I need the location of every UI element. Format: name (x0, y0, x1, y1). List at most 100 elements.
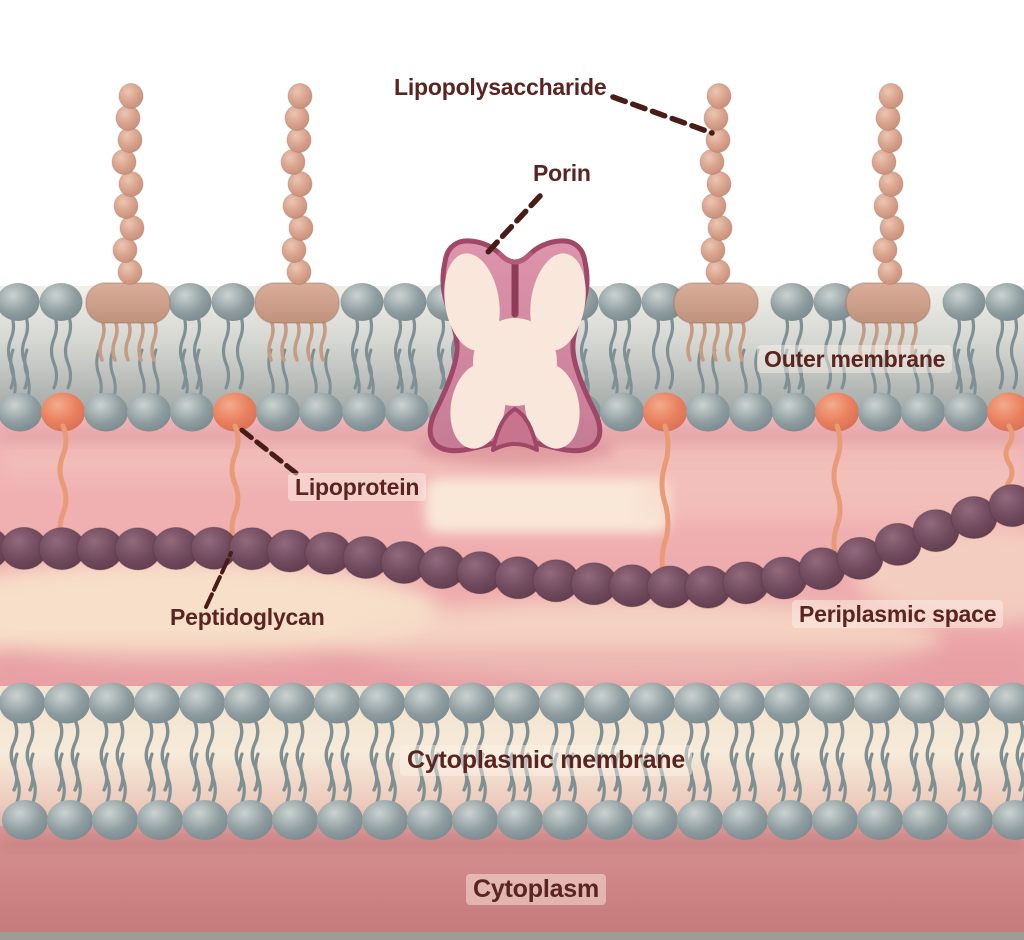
lipid-head (770, 283, 814, 321)
lipid-tail (524, 752, 532, 804)
lipoprotein-head (213, 392, 257, 432)
lipid-head (497, 800, 543, 840)
lps-bead (875, 105, 901, 131)
lps-bead (871, 149, 897, 175)
lipid-head (47, 800, 93, 840)
lipid-head (764, 682, 810, 724)
lipid-tail (974, 752, 982, 804)
lipid-head (632, 800, 678, 840)
lps-bead (118, 171, 144, 197)
lipid-tail (643, 752, 651, 804)
lipid-head (0, 682, 45, 724)
lps-bead (878, 171, 904, 197)
lipid-head (127, 392, 171, 432)
porin-channel (450, 363, 506, 449)
lipoprotein-tail (659, 423, 671, 584)
lipid-tail (324, 348, 332, 402)
lipid-head (314, 682, 360, 724)
lipid-head (542, 800, 588, 840)
lipopolysaccharide-chains (111, 83, 905, 285)
lipid-tail (328, 752, 336, 804)
lipid-tail (611, 348, 619, 402)
lps-bead (117, 127, 143, 153)
outer-membrane (0, 282, 1024, 432)
lps-bead (706, 171, 732, 197)
lipid-head (299, 392, 343, 432)
lipid-head (256, 392, 300, 432)
lipid-head (719, 682, 765, 724)
lipid-head (269, 682, 315, 724)
lipid-head (211, 283, 255, 321)
lipid-head (992, 800, 1024, 840)
lps-anchor-tail (306, 318, 314, 362)
lipid-head (182, 800, 228, 840)
lipid-tail (553, 752, 561, 804)
lipoprotein-head (815, 392, 859, 432)
lps-anchor-tail (725, 318, 733, 362)
lipid-tail (569, 752, 577, 804)
lipoprotein-tail (57, 423, 69, 546)
label-porin: Porin (533, 160, 591, 186)
label-periplasmic-space: Periplasmic space (792, 600, 1004, 629)
lipid-head (857, 800, 903, 840)
lipid-head (858, 392, 902, 432)
label-peptidoglycan: Peptidoglycan (170, 604, 325, 630)
lps-bead (115, 105, 141, 131)
lps-anchor-tail (884, 318, 892, 362)
lipid-head (44, 682, 90, 724)
lipid-head (359, 682, 405, 724)
lipid-tail (396, 348, 404, 402)
lipid-tail (598, 752, 606, 804)
lipoprotein-tail (229, 423, 241, 545)
lipid-tail (434, 752, 442, 804)
lipid-head (2, 800, 48, 840)
lps-bead (288, 215, 314, 241)
lipid-tail (410, 348, 418, 402)
lps-bead (877, 259, 903, 285)
lipid-head (985, 283, 1024, 321)
lipoprotein-leader (235, 424, 299, 476)
lipid-head (722, 800, 768, 840)
lipopolysaccharide-leader (610, 94, 715, 136)
lipid-tail (344, 752, 352, 804)
lipid-head (584, 682, 630, 724)
porin-protein (415, 238, 615, 465)
lps-bead (287, 83, 313, 109)
porin-top-notch (497, 251, 533, 265)
lps-anchor-tail (150, 318, 158, 362)
lipoprotein-head (987, 392, 1024, 432)
lipid-head (854, 682, 900, 724)
lps-bead (119, 215, 145, 241)
lipid-head (92, 800, 138, 840)
lipid-head (989, 682, 1024, 724)
peptidoglycan-bead (988, 484, 1024, 528)
lipid-head (407, 800, 453, 840)
lipid-head (899, 682, 945, 724)
lipid-tail (955, 348, 963, 402)
lipid-head (539, 682, 585, 724)
lipid-tail (749, 752, 757, 804)
lps-anchor-tail (738, 318, 746, 362)
lipid-tail (797, 348, 805, 402)
label-lipopolysaccharide: Lipopolysaccharide (394, 74, 607, 100)
lipid-head (0, 283, 40, 321)
periplasm-cream-glow (0, 560, 440, 664)
lipid-head (587, 800, 633, 840)
lipid-head (598, 283, 642, 321)
porin-channel (444, 253, 500, 351)
lipoprotein-head (41, 392, 85, 432)
lipid-tail (704, 752, 712, 804)
lipid-head (641, 283, 685, 321)
lipid-tail (29, 752, 37, 804)
lipid-tail (373, 752, 381, 804)
lps-anchor (254, 282, 340, 324)
lipid-tail (58, 752, 66, 804)
lipid-tail (665, 312, 675, 390)
periplasm-bright-patch (425, 478, 670, 533)
lipid-tail (651, 312, 661, 390)
lipid-tail (913, 752, 921, 804)
lipid-tail (254, 752, 262, 804)
cytoplasm-shadow (0, 838, 1024, 850)
lps-bead (286, 127, 312, 153)
